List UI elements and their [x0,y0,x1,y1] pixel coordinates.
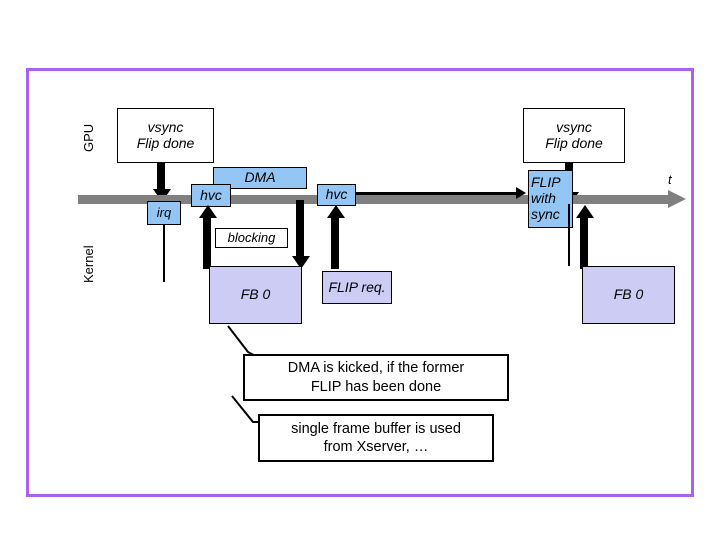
callout-dma-kicked: DMA is kicked, if the former FLIP has be… [243,354,509,401]
arrow-fb0-to-hvc1-shaft [203,217,211,269]
kernel-block-flip-with-sync: FLIP with sync [528,170,573,228]
vsync-label-1: vsync [147,118,184,135]
fb0-label-left: FB 0 [240,286,271,303]
time-axis-label: t [668,172,672,187]
line-hvc2-to-flip [356,192,518,195]
slide-border-frame [26,68,694,497]
vsync-flip-done-box-1: vsync Flip done [117,108,214,163]
callout-fb-line2: from Xserver, … [323,439,429,455]
arrow-flipreq-to-hvc2-head [327,205,345,218]
blocking-label: blocking [227,229,276,245]
vsync-label-2: vsync [556,118,592,135]
connector-vsync2-down [568,204,570,266]
connector-irq-down [163,225,165,282]
callout-dma-line2: FLIP has been done [310,378,442,395]
flip-done-label-2: Flip done [545,134,603,151]
hvc-label-2: hvc [325,186,348,203]
hvc-label-1: hvc [200,186,222,203]
kernel-block-dma: DMA [213,167,307,189]
arrow-fb0right-to-flip-shaft [580,217,588,269]
framebuffer-box-right: FB 0 [582,266,675,324]
time-axis-bar [78,195,670,204]
framebuffer-box-left: FB 0 [209,266,302,324]
arrow-fb0right-to-flip-head [576,205,594,218]
arrow-vsync1-to-irq-shaft [157,163,165,191]
callout-fb-line1: single frame buffer is used [291,420,461,437]
arrow-dma-to-fb0-shaft [296,200,304,258]
callout-single-framebuffer: single frame buffer is used from Xserver… [258,414,494,462]
arrow-fb0-to-hvc1-head [199,205,217,218]
sync-label: sync [531,205,560,222]
kernel-block-hvc-1: hvc [191,184,231,207]
callout-dma-line1: DMA is kicked, if the former [287,360,465,377]
fb0-label-right: FB 0 [613,286,644,303]
arrow-hvc2-to-flip-head [516,187,526,199]
kernel-block-irq: irq [147,201,181,225]
vsync-flip-done-box-2: vsync Flip done [523,108,625,163]
time-axis-arrowhead [668,190,686,208]
with-label: with [531,190,556,207]
irq-label: irq [156,204,172,220]
annotation-flip-req: FLIP req. [322,271,392,304]
annotation-blocking: blocking [215,228,288,248]
flip-req-label: FLIP req. [328,278,386,295]
arrow-dma-to-fb0-head [292,256,310,269]
flip-label: FLIP [531,174,561,191]
flip-done-label-1: Flip done [136,134,195,151]
arrow-flipreq-to-hvc2-shaft [331,217,339,269]
dma-label: DMA [244,169,276,186]
